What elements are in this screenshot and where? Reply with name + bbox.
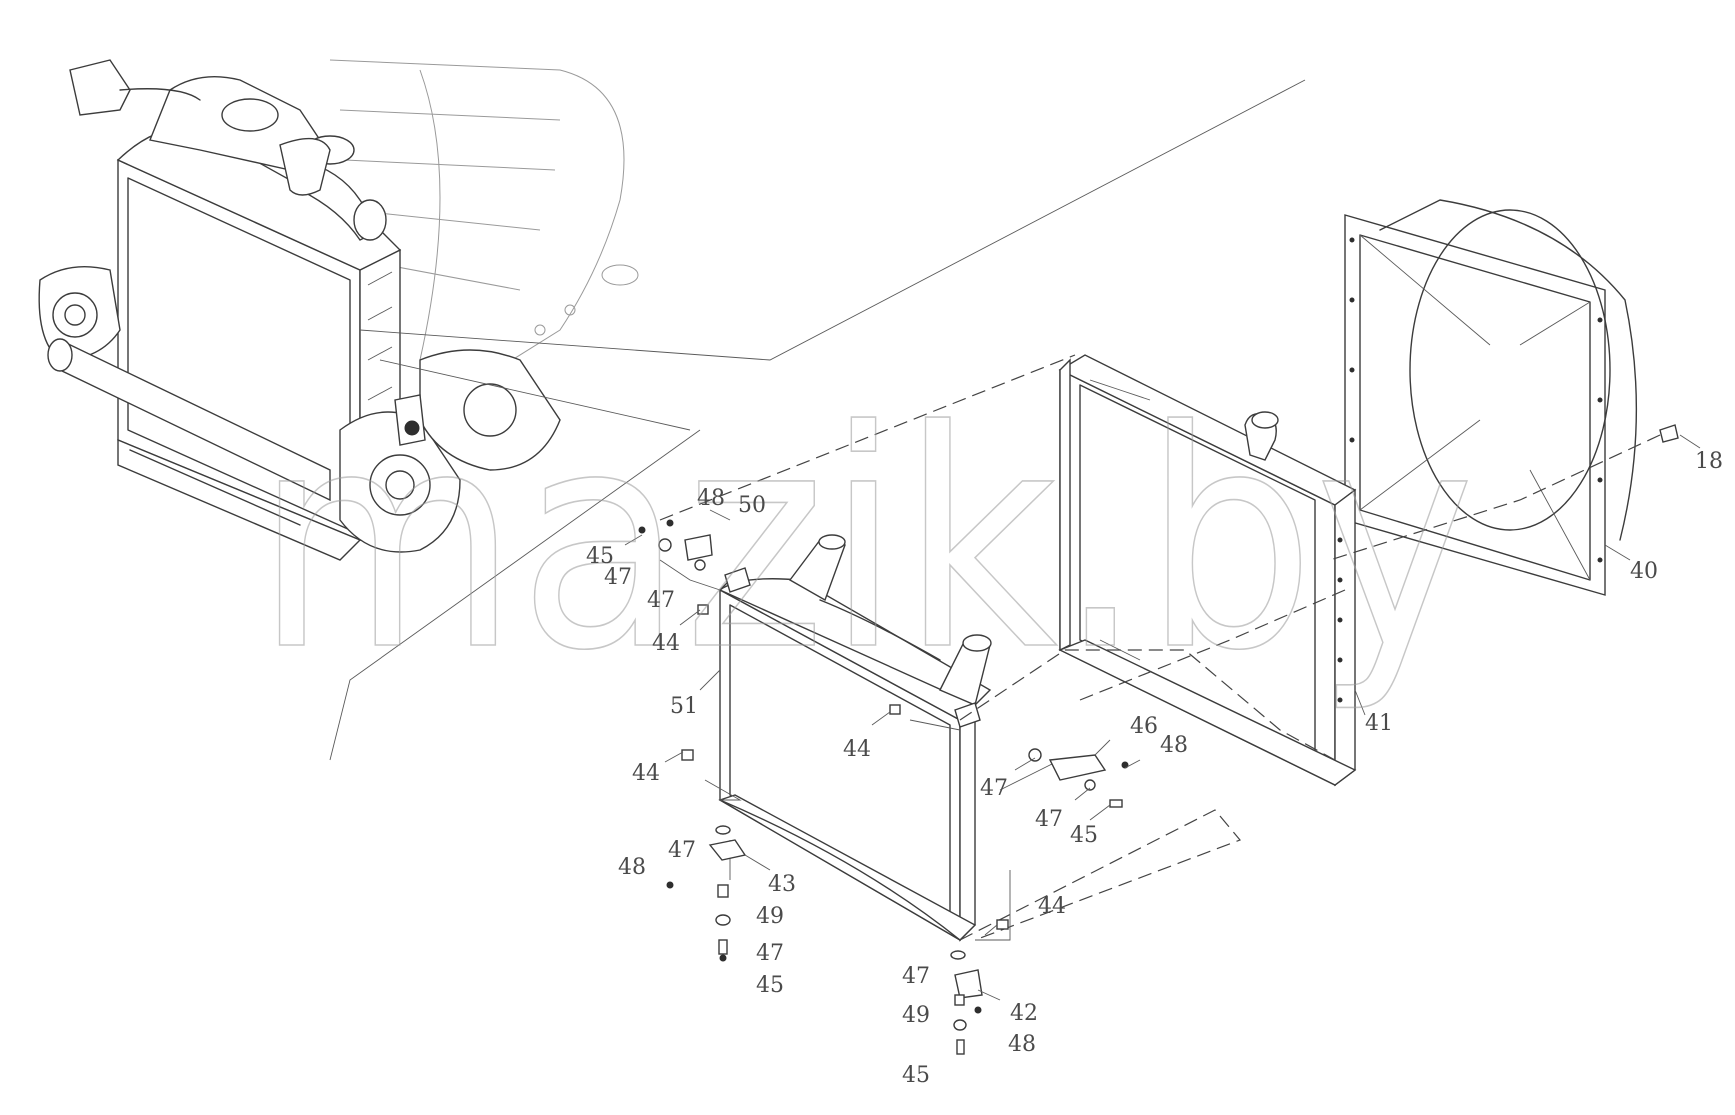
watermark: mazik.by (255, 367, 1475, 716)
callout-44b: 44 (632, 761, 660, 786)
callout-49b: 49 (902, 1003, 930, 1028)
callout-42: 42 (1010, 1001, 1038, 1026)
leader-lines (624, 434, 1701, 1001)
callout-46: 46 (1130, 714, 1158, 739)
callout-43: 43 (768, 872, 796, 897)
callout-48a: 48 (697, 486, 725, 511)
callout-47d: 47 (1035, 807, 1063, 832)
callout-45c: 45 (756, 973, 784, 998)
callout-47e: 47 (668, 838, 696, 863)
callout-44c: 44 (843, 737, 871, 762)
callout-48b: 48 (1160, 733, 1188, 758)
assembled-cooling-module (38, 59, 1306, 761)
callout-47c: 47 (980, 776, 1008, 801)
callout-45a: 45 (586, 544, 614, 569)
callout-45b: 45 (1070, 823, 1098, 848)
callout-40: 40 (1630, 559, 1658, 584)
callout-48d: 48 (1008, 1032, 1036, 1057)
callout-47g: 47 (902, 964, 930, 989)
callout-47a: 47 (604, 565, 632, 590)
fan-shroud (1344, 199, 1638, 596)
radiator (1058, 354, 1357, 787)
callout-49a: 49 (756, 904, 784, 929)
callout-51: 51 (670, 694, 698, 719)
charge-air-cooler (718, 534, 992, 942)
callout-18: 18 (1695, 449, 1723, 474)
assembly-lines (659, 354, 1661, 941)
callout-44a: 44 (652, 631, 680, 656)
callout-44d: 44 (1038, 894, 1066, 919)
callout-45d: 45 (902, 1063, 930, 1088)
callout-50: 50 (738, 493, 766, 518)
callout-47b: 47 (647, 588, 675, 613)
callout-41: 41 (1365, 711, 1393, 736)
callout-47f: 47 (756, 941, 784, 966)
callout-labels: 18 40 41 50 48 45 47 47 44 51 44 44 46 4… (586, 449, 1723, 1088)
callout-48c: 48 (618, 855, 646, 880)
